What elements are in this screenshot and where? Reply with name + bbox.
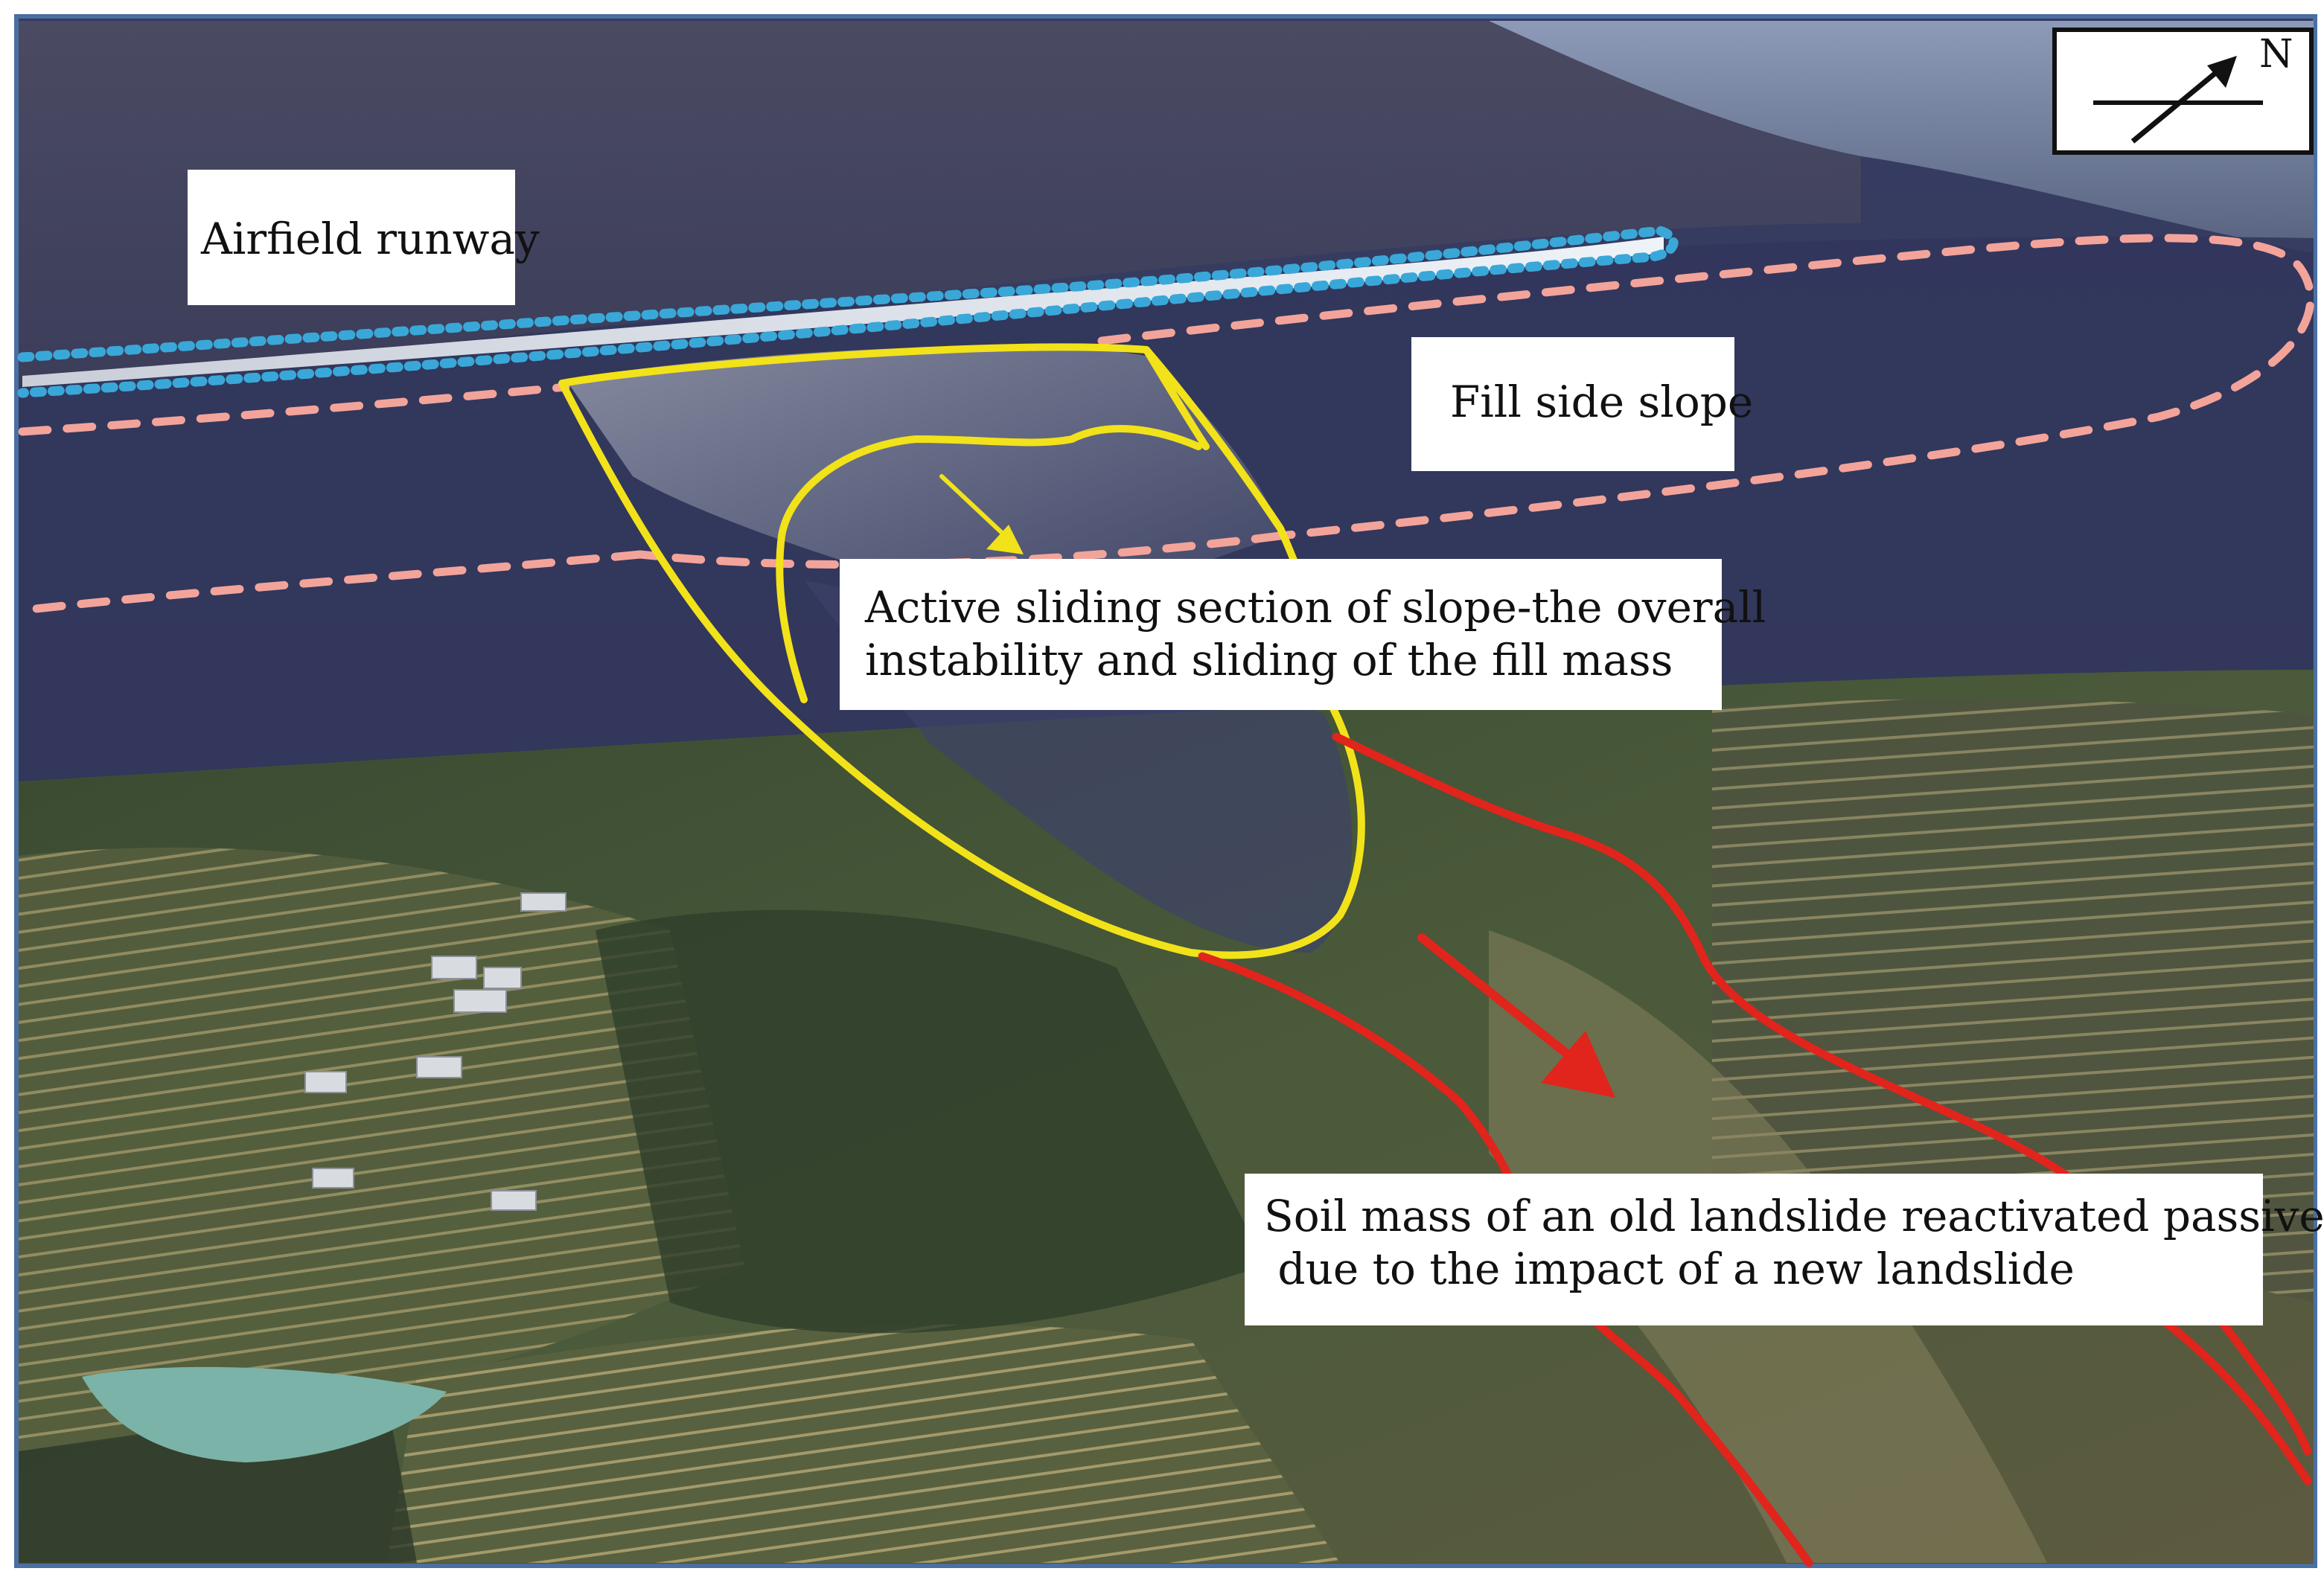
terraced-fields-left [19,847,744,1451]
terraced-fields-right [1712,699,2314,1302]
fill-side-slope-label: Fill side slope [1411,337,1754,471]
active-sliding-label: Active sliding section of slope-the over… [840,559,1766,710]
fill-slope-outline [18,234,2315,615]
old-landslide-text-line1: Soil mass of an old landslide reactivate… [1264,1191,2324,1241]
active-slide-outer-outline [558,343,1365,959]
reservoir-pond [82,1366,447,1462]
forest-patch [596,909,1265,1334]
active-sliding-text-line1: Active sliding section of slope-the over… [865,582,1766,633]
old-landslide-direction-arrow [1417,933,1615,1098]
terraced-fields-bottom [387,1324,1340,1563]
runway-surface [22,237,1664,387]
village-buildings [304,892,566,1211]
slide-direction-arrow [939,474,1024,554]
fill-side-slope-text: Fill side slope [1450,377,1754,427]
north-label: N [2259,32,2293,77]
north-arrow-icon: N [2052,28,2314,155]
active-sliding-text-line2: instability and sliding of the fill mass [865,634,1673,685]
runway-outline [17,225,1679,398]
airfield-runway-label: Airfield runway [188,170,540,305]
old-landslide-right-boundary [2154,1313,2312,1485]
landslide-scar [566,346,1280,618]
active-slide-inner-outline [776,425,1202,703]
old-landslide-text-line2: due to the impact of a new landslide [1264,1243,2075,1294]
old-landslide-label: Soil mass of an old landslide reactivate… [1245,1174,2324,1325]
airfield-runway-text: Airfield runway [201,214,540,264]
active-slide-crown-line [1143,346,1210,450]
